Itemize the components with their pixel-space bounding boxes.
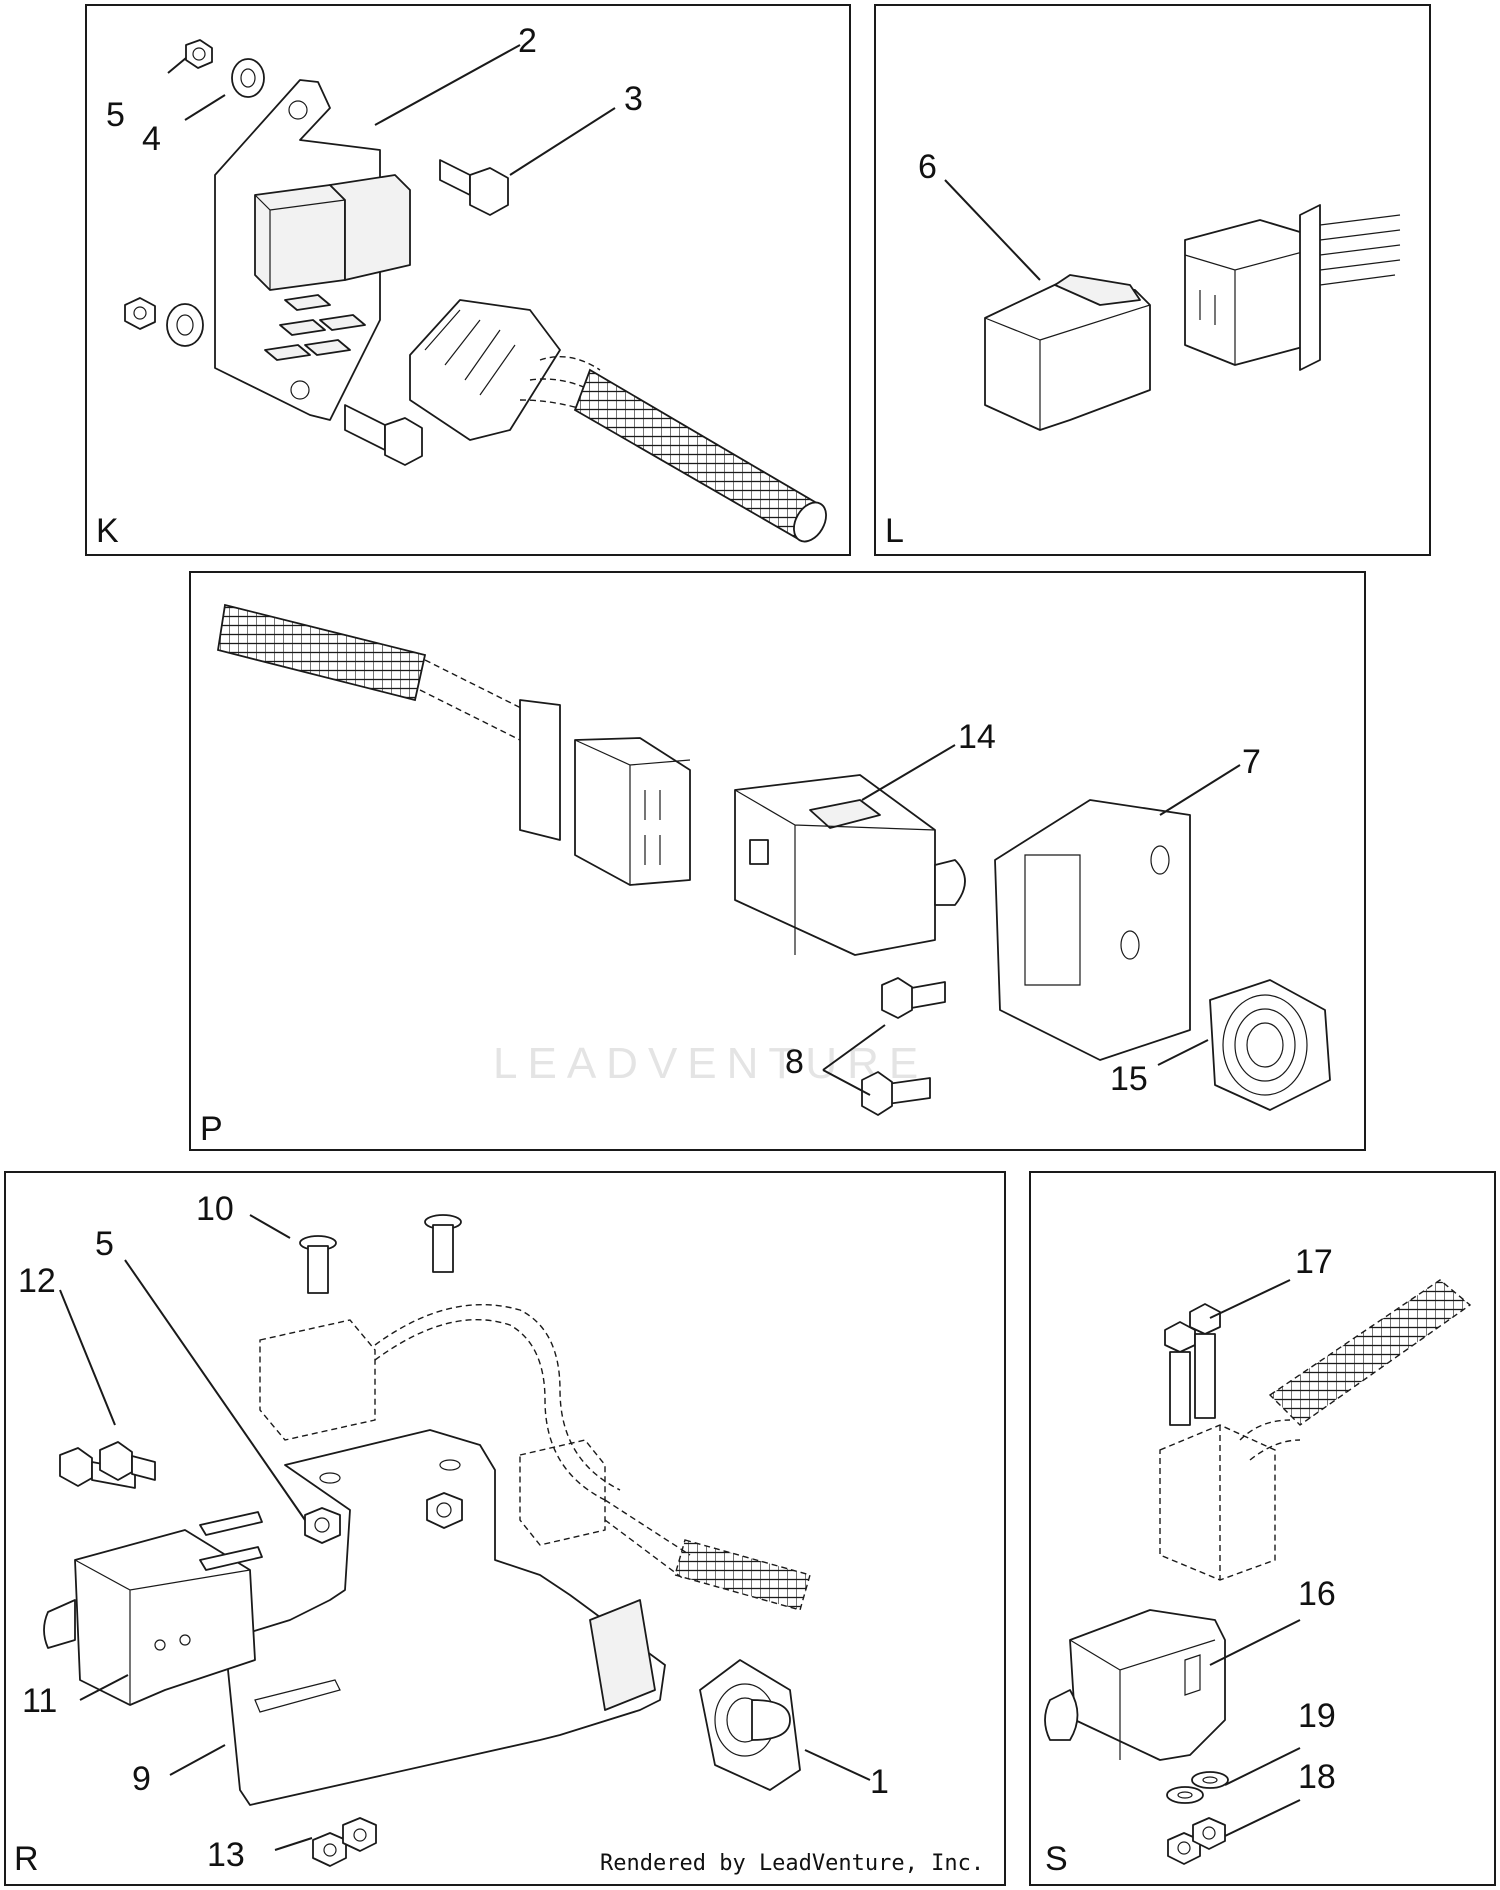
nut-5: [185, 39, 213, 69]
boot-15: [1209, 979, 1331, 1111]
callout-16: 16: [1298, 1575, 1336, 1613]
r-lower-connector: [519, 1439, 811, 1611]
bracket-7: [994, 799, 1191, 1061]
lower-nut: [124, 297, 156, 330]
watermark: LEADVENTURE: [493, 1039, 928, 1088]
panel-r: 10 5 12 11 9 13 1 Rendered by LeadVentur…: [4, 1171, 1006, 1886]
panel-tag-s: S: [1045, 1840, 1068, 1878]
lower-bolt: [344, 404, 423, 466]
p-harness-tube: [216, 603, 526, 741]
bracket-9: [224, 1429, 666, 1806]
panel-l-frame: [874, 4, 1431, 556]
s-harness-tube: [1239, 1279, 1472, 1461]
switch-14: [734, 774, 966, 956]
l-socket: [1184, 204, 1401, 371]
callout-1: 1: [870, 1763, 889, 1801]
callout-4: 4: [142, 120, 161, 158]
panel-l: 6 L: [874, 4, 1431, 556]
callout-11: 11: [22, 1682, 57, 1720]
s-connector: [1159, 1424, 1276, 1581]
callout-8: 8: [785, 1043, 804, 1081]
panel-tag-k: K: [96, 512, 119, 550]
callout-17: 17: [1295, 1243, 1333, 1281]
panel-r-frame: [4, 1171, 1006, 1886]
panel-k: 2 3 4 5 K: [85, 4, 851, 556]
washer-4: [231, 58, 265, 98]
callout-3: 3: [624, 80, 643, 118]
bolts-17: [1164, 1303, 1221, 1426]
bolt-8a: [881, 977, 946, 1019]
footer-credit: Rendered by LeadVenture, Inc.: [600, 1851, 984, 1876]
panel-s-frame: [1029, 1171, 1496, 1886]
panel-tag-r: R: [14, 1840, 39, 1878]
connector-plug-6: [984, 274, 1151, 431]
callout-5-r: 5: [95, 1225, 114, 1263]
callout-7: 7: [1242, 743, 1261, 781]
callout-9: 9: [132, 1760, 151, 1798]
nuts-13: [312, 1817, 377, 1867]
relay-bracket-assembly: [214, 79, 411, 421]
callout-19: 19: [1298, 1697, 1336, 1735]
nuts-18: [1167, 1817, 1226, 1865]
bolt-3: [439, 159, 509, 216]
panel-tag-p: P: [200, 1110, 223, 1148]
callout-2: 2: [518, 22, 537, 60]
screw-10b: [424, 1214, 462, 1273]
callout-18: 18: [1298, 1758, 1336, 1796]
callout-5: 5: [106, 96, 125, 134]
k-leaders: [167, 44, 616, 176]
k-harness-tube: [573, 368, 827, 543]
lower-washer: [166, 303, 204, 347]
r-leaders: [59, 1214, 871, 1851]
washers-19: [1166, 1771, 1229, 1804]
callout-6: 6: [918, 148, 937, 186]
l-leader: [944, 179, 1041, 281]
bolt-8b: [861, 1071, 931, 1116]
switch-16: [1044, 1609, 1226, 1761]
p-connector: [519, 699, 691, 886]
nut-5-r: [304, 1492, 463, 1544]
callout-10: 10: [196, 1190, 234, 1228]
switch-11: [43, 1511, 263, 1706]
panel-s: 17 16 19 18 S: [1029, 1171, 1496, 1886]
boot-1: [699, 1659, 801, 1791]
s-leaders: [1209, 1279, 1301, 1837]
panel-p: LEADVENTURE: [189, 571, 1366, 1151]
screw-10a: [299, 1235, 337, 1294]
p-leaders: [822, 744, 1241, 1096]
callout-13: 13: [207, 1836, 245, 1874]
callout-12: 12: [18, 1262, 56, 1300]
r-upper-connector: [259, 1304, 621, 1501]
panel-tag-l: L: [885, 512, 904, 550]
callout-15: 15: [1110, 1060, 1148, 1098]
callout-14: 14: [958, 718, 996, 756]
bolt-12: [59, 1441, 156, 1489]
